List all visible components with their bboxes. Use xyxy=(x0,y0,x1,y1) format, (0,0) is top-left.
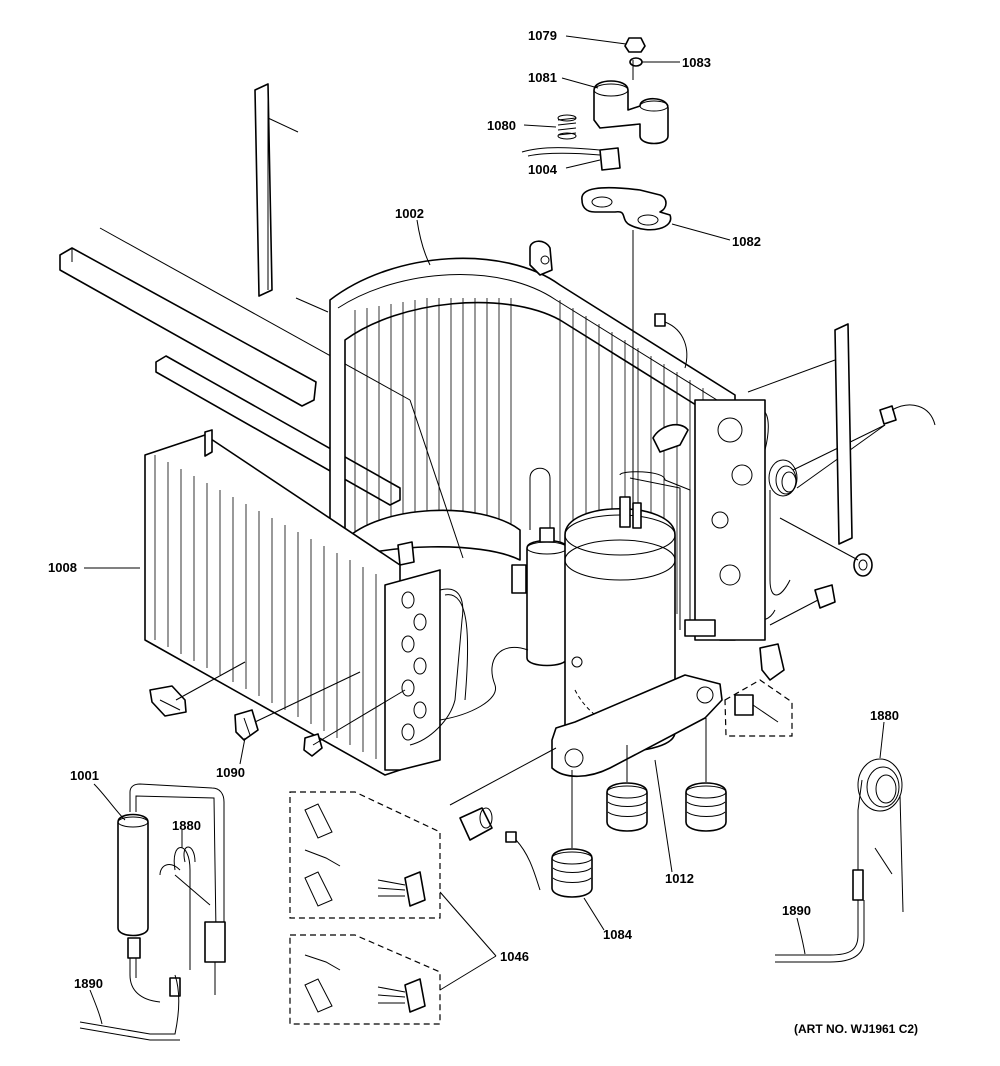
art-number: (ART NO. WJ1961 C2) xyxy=(794,1022,918,1036)
condenser-coil-1002 xyxy=(329,257,736,641)
tube-end xyxy=(413,657,427,675)
label-1090: 1090 xyxy=(216,765,245,780)
label-1008: 1008 xyxy=(48,560,77,575)
clip-mid xyxy=(652,423,689,453)
mount-1084-b xyxy=(606,782,648,832)
capillary-coil-right xyxy=(768,459,798,596)
spring-1080 xyxy=(557,114,577,140)
tube-end xyxy=(401,679,415,697)
nut-1079 xyxy=(624,37,646,53)
compressor-base-1012 xyxy=(551,674,723,778)
clip-lower-right xyxy=(759,643,785,681)
grommet-top xyxy=(529,240,553,276)
mount-1084-c xyxy=(685,782,727,832)
grommet-right xyxy=(853,553,873,577)
vertical-strip-left xyxy=(254,83,273,297)
label-1002: 1002 xyxy=(395,206,424,221)
label-1046: 1046 xyxy=(500,949,529,964)
coil-1004 xyxy=(521,147,621,171)
thermistor-small xyxy=(505,831,541,891)
tube-end xyxy=(401,591,415,609)
vertical-strip-right xyxy=(834,323,853,545)
gasket-1082 xyxy=(581,186,672,231)
sensor-right xyxy=(879,404,936,426)
mount-1084-a xyxy=(551,848,593,898)
tube-end xyxy=(413,701,427,719)
label-1082: 1082 xyxy=(732,234,761,249)
label-1081: 1081 xyxy=(528,70,557,85)
label-1880-left: 1880 xyxy=(172,818,201,833)
label-1890-right: 1890 xyxy=(782,903,811,918)
bracket-lower-left xyxy=(149,685,187,717)
clip-1090 xyxy=(234,709,259,741)
label-1001: 1001 xyxy=(70,768,99,783)
clip-right xyxy=(814,584,836,609)
label-1890-left: 1890 xyxy=(74,976,103,991)
label-1079: 1079 xyxy=(528,28,557,43)
label-1880-right: 1880 xyxy=(870,708,899,723)
insulation-sleeve xyxy=(459,807,493,841)
tube-end xyxy=(401,635,415,653)
accumulator xyxy=(511,467,568,667)
label-1080: 1080 xyxy=(487,118,516,133)
refrigerant-tubing-right xyxy=(684,399,776,641)
accumulator-1001 xyxy=(79,783,226,1041)
reversing-valve-1081 xyxy=(593,80,669,145)
tube-end xyxy=(401,723,415,741)
washer-1083 xyxy=(629,57,643,67)
label-1083: 1083 xyxy=(682,55,711,70)
terminal-box xyxy=(724,679,793,737)
label-1012: 1012 xyxy=(665,871,694,886)
capillary-coil-1880 xyxy=(775,758,904,963)
wire-harness-box-upper xyxy=(289,791,441,919)
condenser-coil-1008 xyxy=(144,429,441,776)
clip-center xyxy=(397,541,415,566)
long-strip-upper xyxy=(59,247,317,407)
label-1084: 1084 xyxy=(603,927,633,942)
sensor-top xyxy=(654,313,688,369)
wire-harness-box-lower xyxy=(289,934,441,1025)
tube-end xyxy=(413,613,427,631)
label-1004: 1004 xyxy=(528,162,558,177)
